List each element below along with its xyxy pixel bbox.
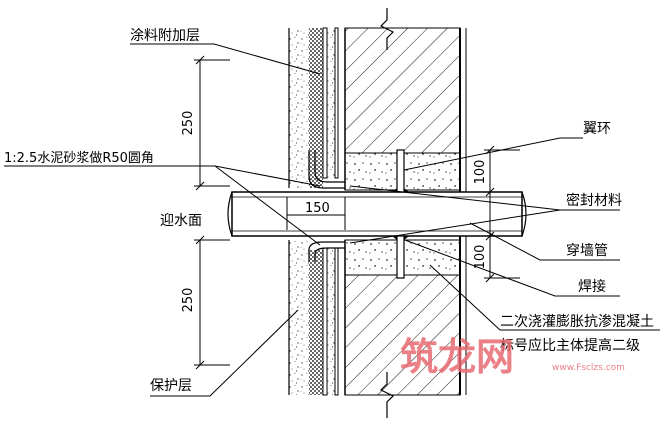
wall-lower [288, 239, 461, 396]
dim-text-ring-lower: 100 [473, 245, 488, 270]
watermark-url: www.Fsclzs.com [552, 363, 625, 373]
label-pipe: 穿墙管 [566, 243, 608, 259]
wing-ring [396, 149, 405, 279]
dim-text-upper: 250 [181, 111, 196, 136]
dim-text-lower: 250 [181, 288, 196, 313]
dim-text-150: 150 [305, 201, 330, 216]
watermark-logo-text: 筑龙网 [400, 335, 514, 379]
label-protective: 保护层 [150, 378, 192, 394]
label-wing-ring: 翼环 [583, 121, 611, 137]
label-concrete-line1: 二次浇灌膨胀抗渗混凝土 [500, 313, 654, 330]
break-symbol [379, 8, 395, 418]
dim-text-ring-upper: 100 [473, 160, 488, 185]
label-coating: 涂料附加层 [130, 28, 200, 44]
label-weld: 焊接 [578, 278, 606, 295]
label-seal: 密封材料 [566, 192, 622, 209]
label-mortar: 1:2.5水泥砂浆做R50圆角 [4, 151, 154, 166]
dimension-lower-250 [194, 235, 230, 370]
leader-lines [4, 43, 660, 397]
label-concrete-line2: 标号应比主体提高二级 [500, 337, 640, 354]
dimension-upper-250 [194, 55, 230, 191]
watermark: 筑龙网 www.Fsclzs.com [400, 335, 625, 379]
label-water-face: 迎水面 [160, 213, 202, 229]
dimension-150 [286, 197, 346, 230]
through-wall-pipe [227, 191, 527, 237]
